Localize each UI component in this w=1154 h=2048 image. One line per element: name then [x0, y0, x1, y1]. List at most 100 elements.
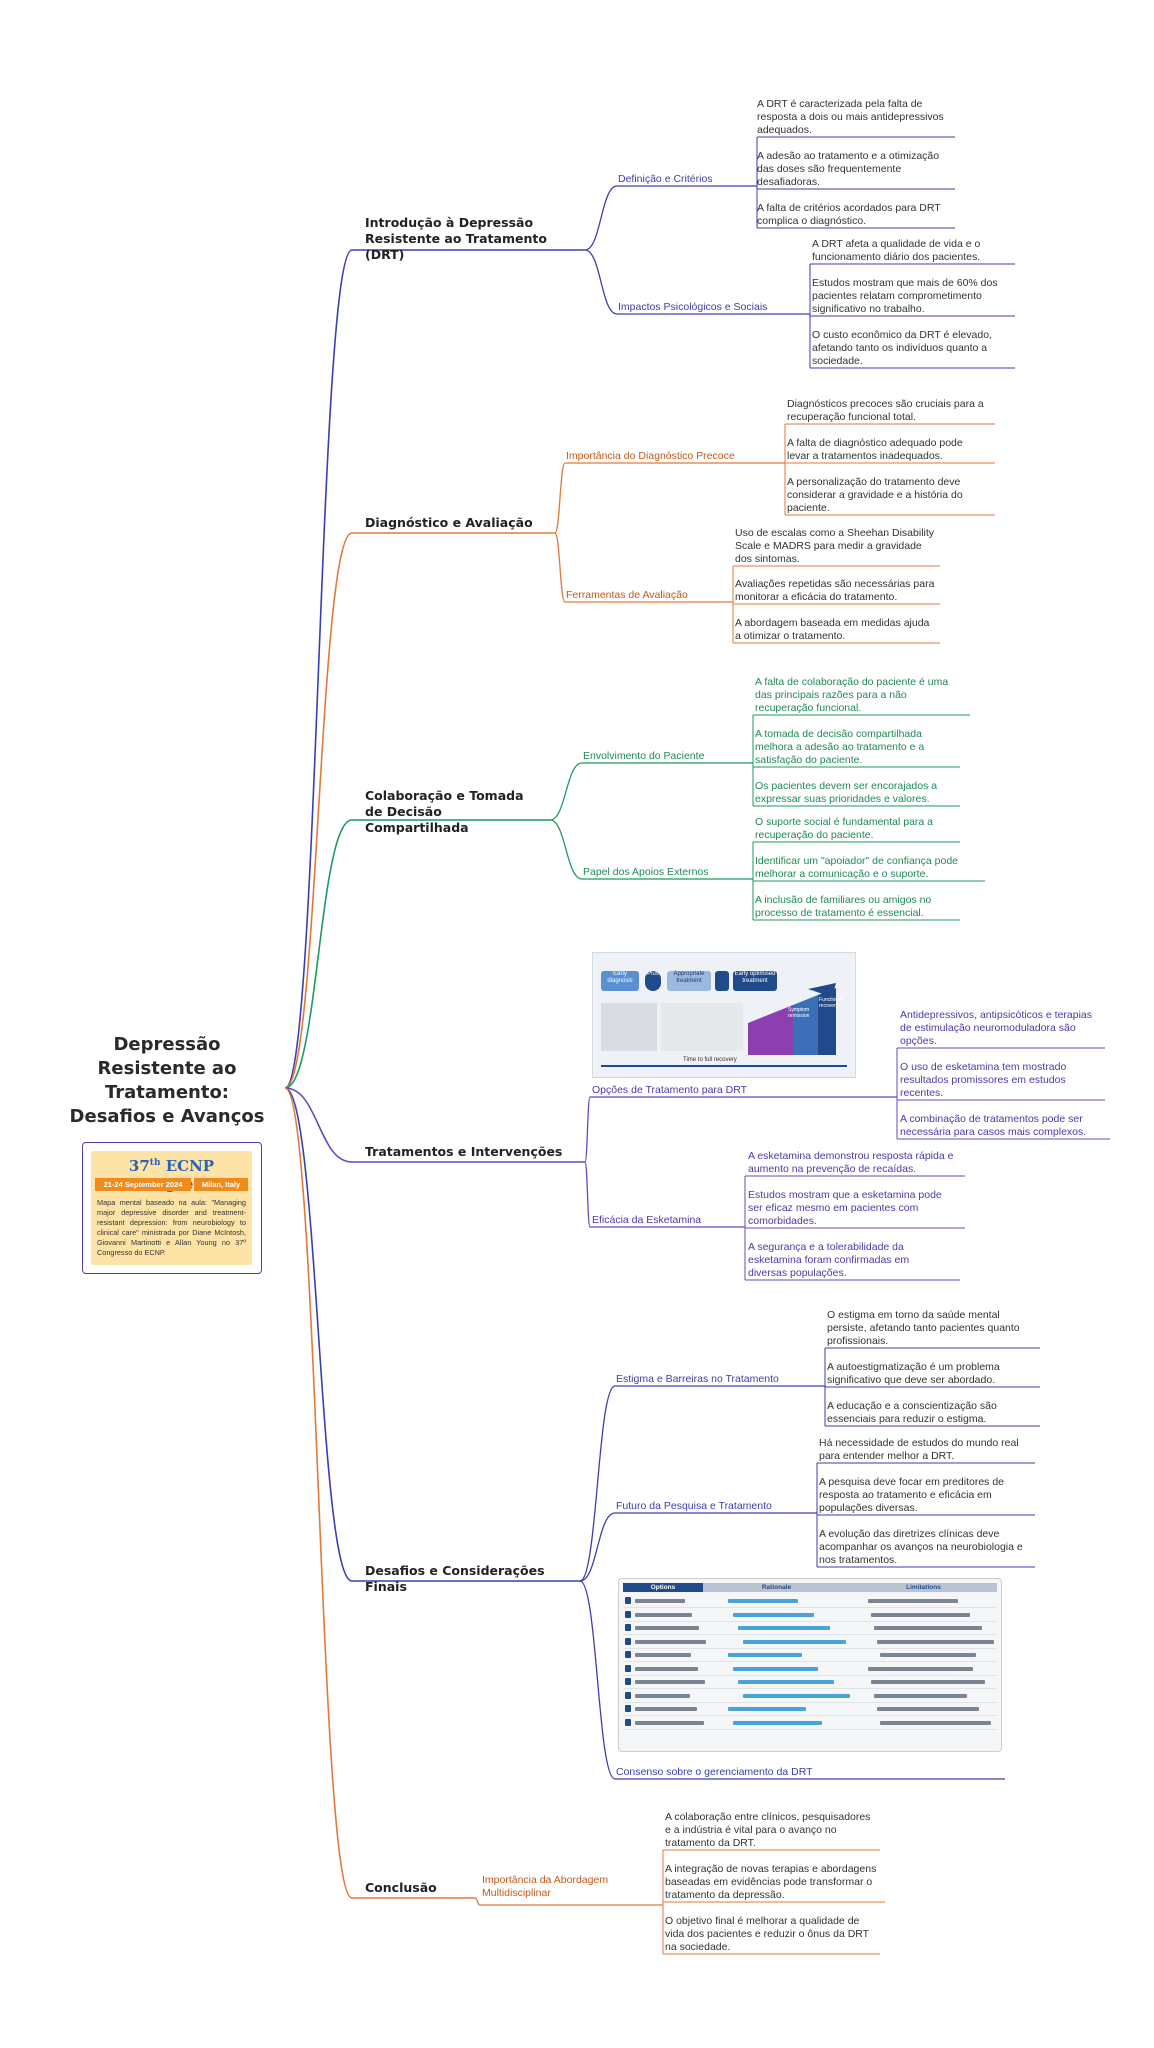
connector — [554, 532, 566, 603]
table-cell — [625, 1705, 631, 1712]
connector — [584, 249, 618, 315]
treatment-options-table: Options Rationale Limitations — [618, 1578, 1002, 1752]
connector — [284, 1087, 353, 1582]
connector — [549, 819, 583, 880]
connector — [554, 462, 566, 534]
connector — [284, 1087, 353, 1163]
leaf-item: Antidepressivos, antipsicóticos e terapi… — [900, 1009, 1093, 1047]
table-header-cell: Rationale — [703, 1583, 850, 1592]
table-cell — [733, 1720, 822, 1725]
table-cell — [871, 1680, 985, 1684]
subtopic-diagnostico-precoce[interactable]: Importância do Diagnóstico Precoce — [566, 450, 735, 462]
connector — [584, 1096, 591, 1163]
congress-location: Milan, Italy — [194, 1178, 248, 1191]
leaf-item: A DRT é caracterizada pela falta de resp… — [757, 98, 944, 136]
subtopic-futuro[interactable]: Futuro da Pesquisa e Tratamento — [616, 1500, 772, 1512]
table-cell — [625, 1678, 631, 1685]
subtopic-ferramentas[interactable]: Ferramentas de Avaliação — [566, 589, 688, 601]
leaf-item: O objetivo final é melhorar a qualidade … — [665, 1915, 869, 1953]
diagram-baseline — [601, 1065, 847, 1067]
table-row — [623, 1676, 997, 1689]
leaf-item: A abordagem baseada em medidas ajuda a o… — [735, 617, 930, 642]
table-cell — [625, 1651, 631, 1658]
congress-date: 21-24 September 2024 — [95, 1178, 191, 1191]
table-cell — [728, 1653, 802, 1657]
table-row — [623, 1703, 997, 1716]
diagram-step: Appropriate treatment — [667, 971, 711, 991]
table-cell — [635, 1639, 706, 1644]
table-cell — [733, 1612, 814, 1617]
table-cell — [625, 1637, 631, 1645]
leaf-item: A falta de critérios acordados para DRT … — [757, 202, 941, 227]
subtopic-envolvimento[interactable]: Envolvimento do Paciente — [583, 750, 705, 762]
subtopic-consenso[interactable]: Consenso sobre o gerenciamento da DRT — [616, 1766, 813, 1778]
table-cell — [625, 1664, 631, 1672]
table-cell — [635, 1626, 699, 1630]
leaf-item: Uso de escalas como a Sheehan Disability… — [735, 527, 935, 565]
branch-tratamentos[interactable]: Tratamentos e Intervenções — [365, 1144, 563, 1159]
table-row — [623, 1663, 997, 1676]
table-cell — [635, 1680, 705, 1684]
table-cell — [635, 1599, 685, 1603]
table-cell — [625, 1597, 631, 1604]
leaf-item: A evolução das diretrizes clínicas deve … — [819, 1528, 1023, 1566]
leaf-item: A combinação de tratamentos pode ser nec… — [900, 1113, 1087, 1138]
table-cell — [880, 1720, 991, 1725]
table-row — [623, 1636, 997, 1649]
connector — [579, 1385, 616, 1582]
congress-description: Mapa mental baseado na aula: "Managing m… — [97, 1198, 246, 1257]
table-row — [623, 1717, 997, 1730]
branch-colaboracao[interactable]: Colaboração e Tomada de Decisão Comparti… — [365, 788, 524, 835]
leaf-item: A falta de colaboração do paciente é uma… — [755, 676, 949, 714]
table-cell — [733, 1666, 818, 1671]
leaf-item: A inclusão de familiares ou amigos no pr… — [755, 894, 932, 919]
leaf-item: Diagnósticos precoces são cruciais para … — [787, 398, 984, 423]
diagram-ramp-label: Functional recovery — [819, 997, 843, 1009]
leaf-item: A integração de novas terapias e abordag… — [665, 1863, 877, 1901]
table-row — [623, 1609, 997, 1622]
table-header-cell: Options — [623, 1583, 703, 1592]
leaf-item: A falta de diagnóstico adequado pode lev… — [787, 437, 963, 462]
root-topic[interactable]: Depressão Resistente ao Tratamento: Desa… — [69, 1034, 265, 1127]
branch-desafios[interactable]: Desafios e Considerações Finais — [365, 1563, 545, 1594]
subtopic-definicao[interactable]: Definição e Critérios — [618, 173, 713, 185]
table-cell — [635, 1693, 690, 1698]
table-cell — [635, 1612, 692, 1617]
connector — [584, 185, 618, 251]
table-cell — [635, 1653, 691, 1657]
table-cell — [625, 1718, 631, 1726]
leaf-item: Os pacientes devem ser encorajados a exp… — [755, 780, 938, 805]
table-row — [623, 1595, 997, 1608]
leaf-item: O estigma em torno da saúde mental persi… — [827, 1309, 1020, 1347]
connector — [284, 1087, 353, 1899]
branch-diagnostico[interactable]: Diagnóstico e Avaliação — [365, 515, 533, 530]
subtopic-impactos[interactable]: Impactos Psicológicos e Sociais — [618, 301, 768, 313]
subtopic-opcoes[interactable]: Opções de Tratamento para DRT — [592, 1084, 748, 1096]
table-cell — [625, 1610, 631, 1618]
table-cell — [743, 1693, 850, 1698]
table-header-cell: Limitations — [850, 1583, 997, 1592]
diagram-bottom-label: Time to full recovery — [683, 1057, 737, 1063]
branch-conclusao[interactable]: Conclusão — [365, 1880, 437, 1895]
leaf-item: A segurança e a tolerabilidade da esketa… — [748, 1241, 910, 1279]
table-cell — [874, 1693, 967, 1698]
table-cell — [738, 1626, 830, 1630]
recovery-ramp — [748, 983, 836, 1055]
subtopic-esketamina[interactable]: Eficácia da Esketamina — [592, 1214, 702, 1226]
subtopic-estigma[interactable]: Estigma e Barreiras no Tratamento — [616, 1373, 779, 1385]
table-cell — [877, 1707, 979, 1711]
table-cell — [635, 1707, 697, 1711]
diagram-gray-panel — [601, 1003, 657, 1051]
table-cell — [868, 1666, 973, 1671]
table-cell — [728, 1707, 806, 1711]
subtopic-multidisciplinar[interactable]: Importância da Abordagem Multidisciplina… — [482, 1874, 609, 1899]
table-row — [623, 1690, 997, 1703]
leaf-item: A adesão ao tratamento e a otimização da… — [757, 150, 940, 188]
connector — [579, 1580, 616, 1780]
leaf-item: A educação e a conscientização são essen… — [827, 1400, 997, 1425]
branch-introducao[interactable]: Introdução à Depressão Resistente ao Tra… — [365, 215, 547, 262]
table-cell — [871, 1612, 970, 1617]
subtopic-apoios[interactable]: Papel dos Apoios Externos — [583, 866, 709, 878]
